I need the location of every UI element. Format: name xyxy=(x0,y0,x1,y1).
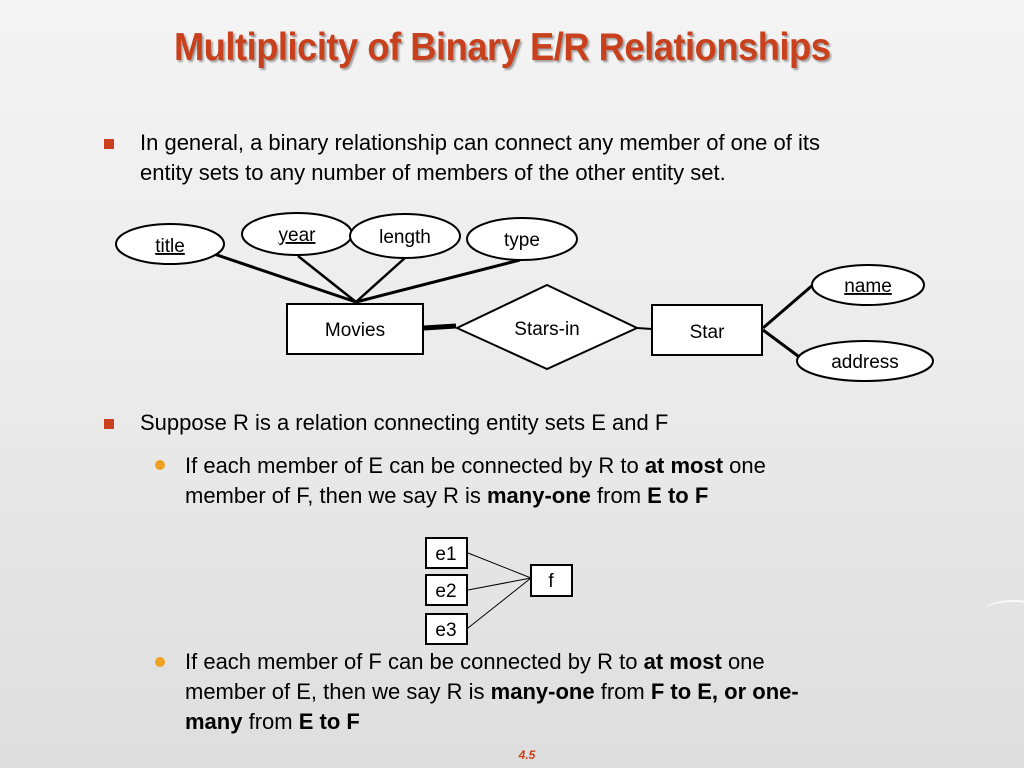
mapping-line xyxy=(467,552,532,579)
square-bullet-icon xyxy=(104,139,114,149)
connector-line xyxy=(636,327,653,330)
emphasis-text: E to F xyxy=(298,709,360,734)
mapping-label-f: f xyxy=(548,571,554,592)
mapping-box-e1 xyxy=(425,537,468,569)
text-run: If each member of E can be connected by … xyxy=(185,453,645,478)
relationship-label: Stars-in xyxy=(514,319,579,340)
attr-year-label: year xyxy=(279,225,317,246)
mapping-label-e2: e2 xyxy=(435,581,456,602)
sub-bullet-line: If each member of F can be connected by … xyxy=(185,647,765,677)
bullet-text-line: entity sets to any number of members of … xyxy=(140,160,726,185)
connector-line xyxy=(355,256,407,303)
mapping-label-e3: e3 xyxy=(435,620,456,641)
mapping-label-e1: e1 xyxy=(435,544,456,565)
sub-bullet-line: member of E, then we say R is many-one f… xyxy=(185,677,799,707)
relationship-diamond xyxy=(454,283,640,371)
decorative-swoosh xyxy=(984,600,1024,622)
entity-box-star xyxy=(651,304,763,356)
text-run: If each member of F can be connected by … xyxy=(185,649,644,674)
slide-title: Multiplicity of Binary E/R Relationships xyxy=(173,26,831,69)
entity-box-movies xyxy=(286,303,424,355)
mapping-box-e2 xyxy=(425,574,468,606)
attr-name-label: name xyxy=(844,276,892,297)
attribute-ellipse-type xyxy=(466,217,578,261)
round-bullet-icon xyxy=(155,657,165,667)
sub-bullet-line: member of F, then we say R is many-one f… xyxy=(185,481,708,511)
emphasis-text: at most xyxy=(644,453,724,478)
mapping-line xyxy=(467,577,532,591)
connector-line xyxy=(297,255,357,303)
bullet-text-line: In general, a binary relationship can co… xyxy=(140,130,820,155)
connector-line xyxy=(355,258,521,304)
connector-line xyxy=(423,323,457,331)
text-run: member of E, then we say R is xyxy=(185,679,491,704)
attribute-ellipse-name xyxy=(811,264,925,306)
attribute-ellipse-address xyxy=(796,340,934,382)
attr-address-label: address xyxy=(831,352,899,373)
emphasis-text: many xyxy=(185,709,243,734)
connector-line xyxy=(762,328,799,358)
square-bullet-icon xyxy=(104,419,114,429)
text-run: member of F, then we say R is xyxy=(185,483,487,508)
connector-line xyxy=(213,252,357,304)
text-run: one xyxy=(723,453,766,478)
emphasis-text: at most xyxy=(643,649,722,674)
mapping-box-f xyxy=(530,564,573,597)
attribute-ellipse-title xyxy=(115,223,225,265)
round-bullet-icon xyxy=(155,460,165,470)
emphasis-text: E to F xyxy=(647,483,709,508)
attr-title-label: title xyxy=(155,236,185,257)
attr-length-label: length xyxy=(379,227,431,248)
text-run: one xyxy=(721,649,765,674)
attribute-ellipse-length xyxy=(349,213,461,259)
emphasis-text: F to E, or one- xyxy=(650,679,799,704)
mapping-line xyxy=(467,577,532,629)
entity-movies-label: Movies xyxy=(325,320,385,341)
bullet-text-line: Suppose R is a relation connecting entit… xyxy=(140,410,669,435)
emphasis-text: many-one xyxy=(490,679,595,704)
sub-bullet-line: many from E to F xyxy=(185,707,360,737)
text-run: from xyxy=(242,709,299,734)
entity-star-label: Star xyxy=(690,322,726,343)
page-number: 4.5 xyxy=(518,748,536,762)
emphasis-text: many-one xyxy=(487,483,591,508)
text-run: from xyxy=(594,679,651,704)
sub-bullet-line: If each member of E can be connected by … xyxy=(185,451,766,481)
connector-line xyxy=(762,282,815,330)
text-run: from xyxy=(590,483,648,508)
mapping-box-e3 xyxy=(425,613,468,645)
attr-type-label: type xyxy=(504,230,540,251)
